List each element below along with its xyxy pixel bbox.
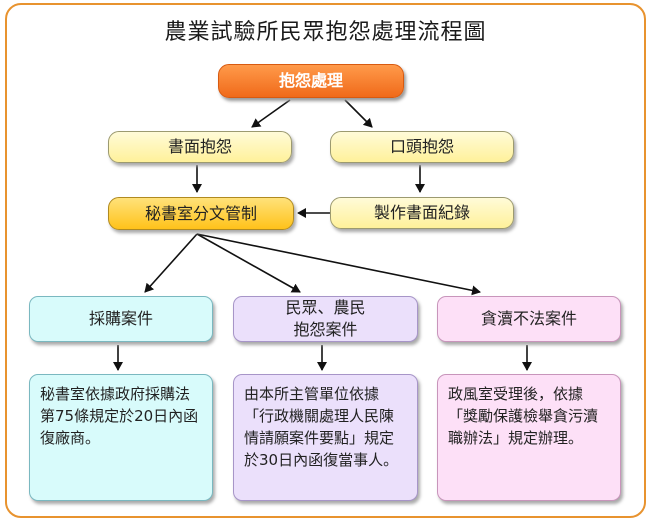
arrow-secretary-to-procurement: [144, 233, 198, 293]
written-record-node: 製作書面紀錄: [330, 197, 514, 229]
corruption-case-label: 貪瀆不法案件: [480, 309, 577, 328]
written-complaint-node: 書面抱怨: [108, 131, 292, 163]
people-complaint-case-node: 民眾、農民 抱怨案件: [233, 296, 418, 342]
corruption-detail-text: 政風室受理後，依據「獎勵保護檢舉貪污瀆職辦法」規定辦理。: [448, 385, 599, 447]
procurement-case-label: 採購案件: [88, 309, 153, 328]
complaint-handling-label: 抱怨處理: [278, 71, 343, 90]
people-complaint-label-line2: 抱怨案件: [293, 320, 358, 339]
secretary-control-label: 秘書室分文管制: [144, 203, 257, 223]
procurement-detail-box: 秘書室依據政府採購法第75條規定於20日內函復廠商。: [29, 374, 213, 501]
procurement-case-node: 採購案件: [29, 296, 213, 342]
people-complaint-label-line1: 民眾、農民: [285, 298, 366, 317]
corruption-case-node: 貪瀆不法案件: [437, 296, 621, 342]
corruption-detail-box: 政風室受理後，依據「獎勵保護檢舉貪污瀆職辦法」規定辦理。: [437, 374, 621, 501]
people-complaint-detail-box: 由本所主管單位依據「行政機關處理人民陳情請願案件要點」規定於30日內函復當事人。: [233, 374, 418, 501]
procurement-detail-text: 秘書室依據政府採購法第75條規定於20日內函復廠商。: [40, 385, 199, 447]
people-complaint-detail-text: 由本所主管單位依據「行政機關處理人民陳情請願案件要點」規定於30日內函復當事人。: [244, 385, 399, 469]
complaint-handling-node: 抱怨處理: [218, 64, 404, 98]
written-complaint-label: 書面抱怨: [167, 137, 232, 156]
diagram-title: 農業試驗所民眾抱怨處理流程圖: [164, 20, 487, 45]
written-record-label: 製作書面紀錄: [373, 203, 470, 222]
oral-complaint-node: 口頭抱怨: [330, 131, 514, 163]
arrow-secretary-to-people: [196, 233, 301, 293]
arrow-start-to-oral: [344, 99, 373, 128]
arrow-start-to-written: [251, 99, 291, 128]
secretary-control-node: 秘書室分文管制: [108, 197, 294, 230]
arrow-secretary-to-corruption: [196, 233, 481, 296]
oral-complaint-label: 口頭抱怨: [389, 137, 454, 156]
